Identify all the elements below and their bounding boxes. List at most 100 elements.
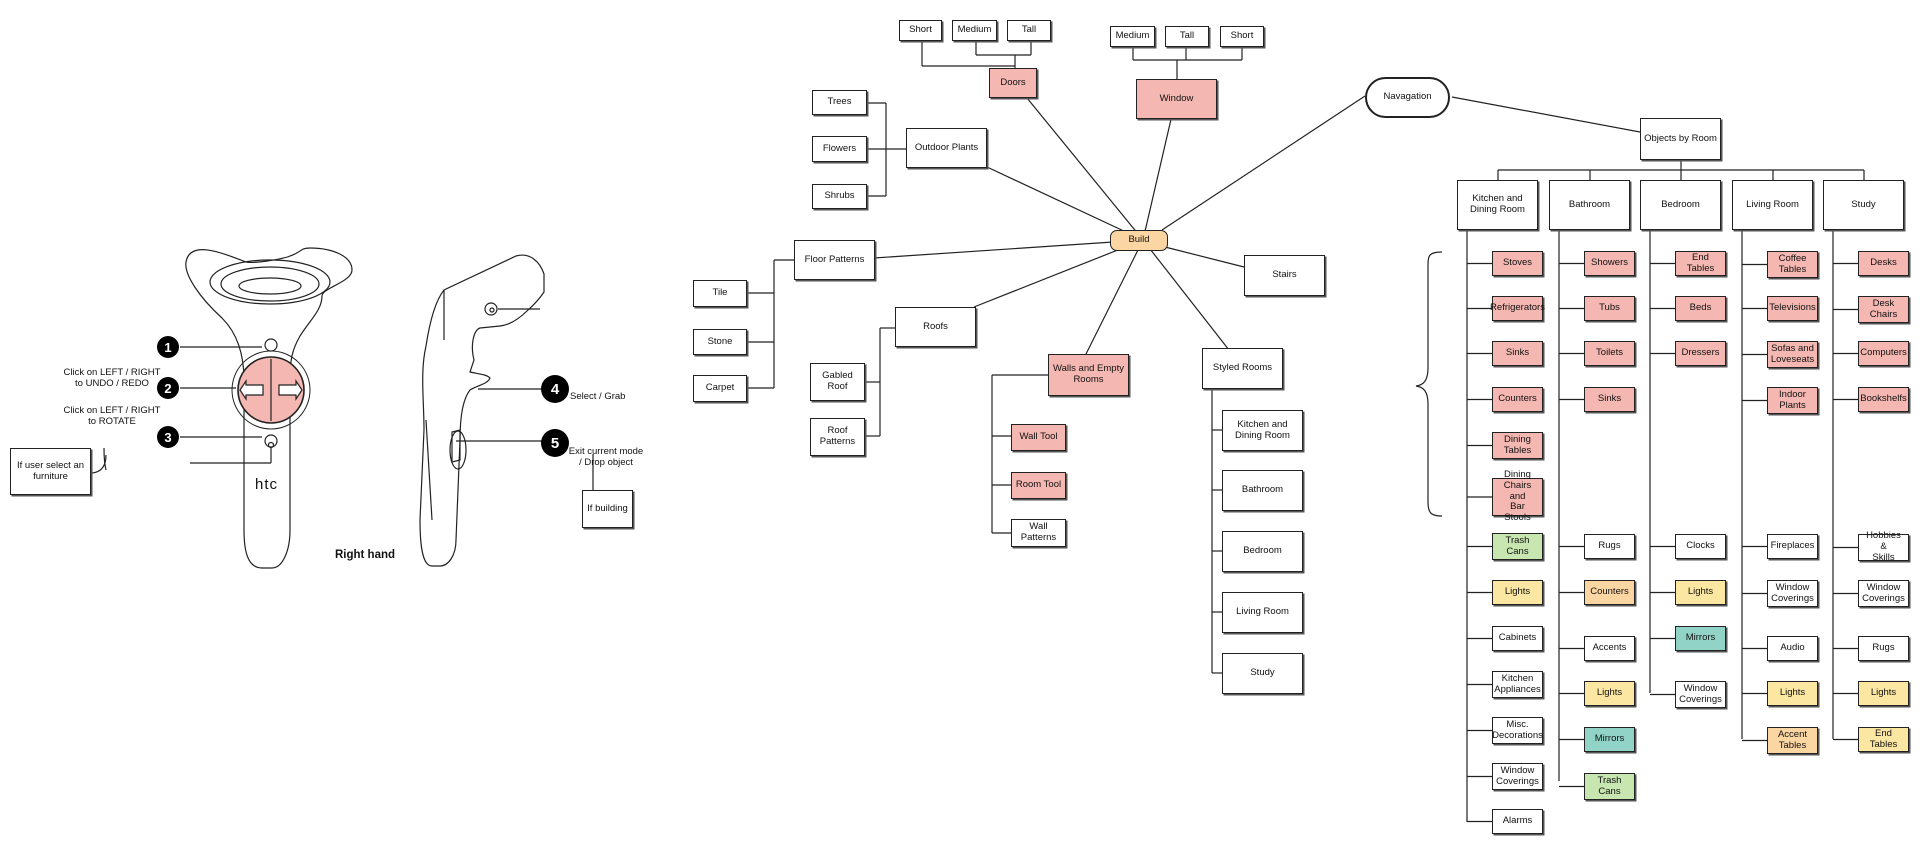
undo-redo-label: Click on LEFT / RIGHT to UNDO / REDO bbox=[63, 367, 161, 390]
htc-logo: htc bbox=[255, 476, 279, 493]
rotate-label: Click on LEFT / RIGHT to ROTATE bbox=[63, 405, 161, 428]
study-item: Window Coverings bbox=[1858, 580, 1909, 607]
bedroom-item: Window Coverings bbox=[1675, 681, 1726, 708]
select-grab-label: Select / Grab bbox=[570, 391, 626, 402]
bathroom-item: Toilets bbox=[1584, 341, 1635, 366]
bedroom-item: Mirrors bbox=[1675, 626, 1726, 651]
outdoor-shrubs: Shrubs bbox=[812, 184, 867, 209]
bathroom-item: Counters bbox=[1584, 580, 1635, 605]
kitchen-item: Dining Tables bbox=[1492, 432, 1543, 459]
bathroom-item: Rugs bbox=[1584, 534, 1635, 559]
callout-badge-3: 3 bbox=[157, 426, 179, 448]
kitchen-item: Window Coverings bbox=[1492, 763, 1543, 790]
kitchen-item: Kitchen Appliances bbox=[1492, 671, 1543, 698]
styled-bathroom: Bathroom bbox=[1222, 470, 1303, 511]
wall-patterns: Wall Patterns bbox=[1011, 519, 1066, 547]
study-item: Rugs bbox=[1858, 636, 1909, 661]
living-item: Lights bbox=[1767, 681, 1818, 706]
doors-tall: Tall bbox=[1007, 20, 1051, 41]
callout-badge-2: 2 bbox=[157, 377, 179, 399]
kitchen-item: Stoves bbox=[1492, 251, 1543, 276]
living-item: Audio bbox=[1767, 636, 1818, 661]
styled-study: Study bbox=[1222, 653, 1303, 694]
living-item: Accent Tables bbox=[1767, 727, 1818, 754]
walls-node: Walls and Empty Rooms bbox=[1048, 354, 1129, 396]
controller-front-outline bbox=[185, 247, 353, 569]
controller-side-outline bbox=[419, 254, 545, 567]
room-tool: Room Tool bbox=[1011, 472, 1066, 499]
outdoor-trees: Trees bbox=[812, 90, 867, 115]
objects-by-room-node: Objects by Room bbox=[1640, 118, 1721, 160]
study-item: Computers bbox=[1858, 341, 1909, 366]
doors-short: Short bbox=[899, 20, 942, 41]
roof-gabled: Gabled Roof bbox=[810, 363, 865, 401]
study-item: Desk Chairs bbox=[1858, 296, 1909, 323]
window-tall: Tall bbox=[1165, 26, 1209, 47]
room-study-header: Study bbox=[1823, 180, 1904, 230]
doors-node: Doors bbox=[989, 68, 1037, 98]
stairs-node: Stairs bbox=[1244, 255, 1325, 296]
study-item: Hobbies & Skills bbox=[1858, 530, 1909, 563]
exit-drop-label: Exit current mode / Drop object bbox=[568, 446, 644, 469]
doors-medium: Medium bbox=[952, 20, 997, 41]
build-node: Build bbox=[1110, 230, 1168, 251]
study-item: Desks bbox=[1858, 251, 1909, 276]
bedroom-item: Clocks bbox=[1675, 534, 1726, 559]
bathroom-item: Showers bbox=[1584, 251, 1635, 276]
window-short: Short bbox=[1220, 26, 1264, 47]
callout-badge-1: 1 bbox=[157, 336, 179, 358]
study-item: Bookshelfs bbox=[1858, 387, 1909, 412]
living-item: Window Coverings bbox=[1767, 580, 1818, 607]
living-item: Coffee Tables bbox=[1767, 251, 1818, 278]
styled-rooms-node: Styled Rooms bbox=[1202, 348, 1283, 389]
bedroom-item: End Tables bbox=[1675, 251, 1726, 276]
study-item: Lights bbox=[1858, 681, 1909, 706]
kitchen-item: Refrigerators bbox=[1490, 296, 1545, 321]
kitchen-item: Sinks bbox=[1492, 341, 1543, 366]
kitchen-item: Misc. Decorations bbox=[1492, 717, 1543, 744]
callout-badge-5: 5 bbox=[541, 429, 569, 457]
callout-badge-4: 4 bbox=[541, 375, 569, 403]
right-hand-label: Right hand bbox=[334, 549, 396, 561]
living-item: Sofas and Loveseats bbox=[1767, 341, 1818, 368]
bedroom-item: Lights bbox=[1675, 580, 1726, 605]
outdoor-flowers: Flowers bbox=[812, 136, 867, 162]
bathroom-item: Mirrors bbox=[1584, 727, 1635, 752]
roof-patterns: Roof Patterns bbox=[810, 418, 865, 456]
styled-living-room: Living Room bbox=[1222, 592, 1303, 633]
living-item: Televisions bbox=[1767, 296, 1818, 321]
study-item: End Tables bbox=[1858, 727, 1909, 752]
kitchen-item: Dining Chairs and Bar Stools bbox=[1492, 469, 1543, 523]
room-kitchen-header: Kitchen and Dining Room bbox=[1457, 180, 1538, 230]
room-living-header: Living Room bbox=[1732, 180, 1813, 230]
styled-kitchen: Kitchen and Dining Room bbox=[1222, 410, 1303, 451]
navigation-node: Navagation bbox=[1365, 77, 1450, 118]
if-building-box: If building bbox=[582, 490, 633, 528]
bathroom-item: Trash Cans bbox=[1584, 773, 1635, 800]
bathroom-item: Accents bbox=[1584, 636, 1635, 661]
bedroom-item: Beds bbox=[1675, 296, 1726, 321]
bathroom-item: Lights bbox=[1584, 681, 1635, 706]
styled-bedroom: Bedroom bbox=[1222, 531, 1303, 572]
room-bedroom-header: Bedroom bbox=[1640, 180, 1721, 230]
floor-stone: Stone bbox=[693, 329, 747, 355]
living-item: Indoor Plants bbox=[1767, 387, 1818, 414]
kitchen-item: Counters bbox=[1492, 387, 1543, 412]
kitchen-item: Alarms bbox=[1492, 809, 1543, 834]
floor-tile: Tile bbox=[693, 280, 747, 307]
kitchen-item: Cabinets bbox=[1492, 626, 1543, 651]
room-bathroom-header: Bathroom bbox=[1549, 180, 1630, 230]
wall-tool: Wall Tool bbox=[1011, 424, 1066, 451]
roofs-node: Roofs bbox=[895, 307, 976, 347]
bathroom-item: Tubs bbox=[1584, 296, 1635, 321]
furniture-note-box: If user select an furniture bbox=[10, 448, 91, 495]
living-item: Fireplaces bbox=[1767, 534, 1818, 559]
window-medium: Medium bbox=[1110, 26, 1155, 47]
floor-patterns-node: Floor Patterns bbox=[794, 240, 875, 280]
outdoor-plants-node: Outdoor Plants bbox=[906, 128, 987, 168]
floor-carpet: Carpet bbox=[693, 375, 747, 402]
window-node: Window bbox=[1136, 79, 1217, 119]
kitchen-item: Lights bbox=[1492, 580, 1543, 605]
bedroom-item: Dressers bbox=[1675, 341, 1726, 366]
